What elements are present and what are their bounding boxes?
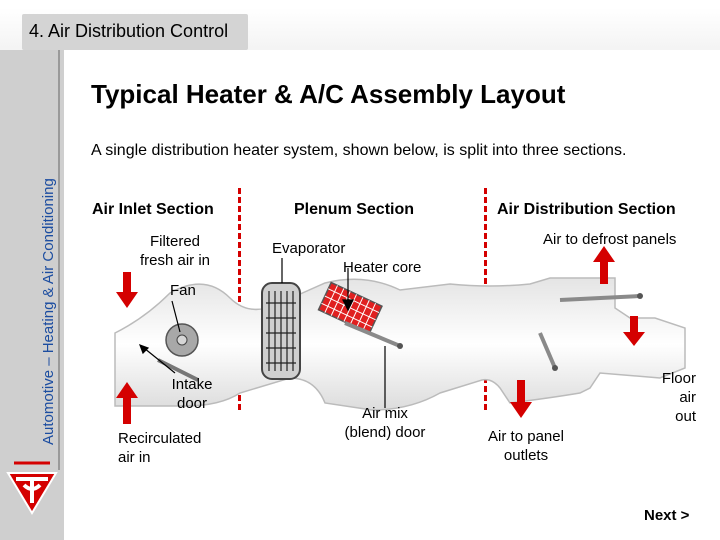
panel-line1: Air to panel — [488, 428, 564, 445]
defrost-door — [559, 294, 641, 302]
intake-door-label: Intake door — [162, 375, 222, 413]
floor-line1: Floor — [661, 370, 696, 387]
heater-core-label: Heater core — [343, 259, 422, 276]
sidebar — [0, 50, 64, 540]
fan-leader — [171, 300, 181, 333]
filtered-line2: fresh air in — [139, 252, 211, 269]
sidebar-divider — [58, 50, 60, 470]
brand-logo — [6, 461, 58, 515]
section-tab-label: 4. Air Distribution Control — [29, 21, 229, 41]
panel-line2: outlets — [503, 447, 549, 464]
floor-line2: air — [679, 389, 696, 406]
plenum-section-heading: Plenum Section — [294, 201, 415, 218]
airmix-line2: (blend) door — [344, 424, 426, 441]
course-title: Automotive – Heating & Air Conditioning — [40, 178, 57, 445]
intake-line1: Intake — [171, 376, 213, 393]
slide-title: Typical Heater & A/C Assembly Layout — [91, 79, 566, 109]
next-button[interactable]: Next > — [644, 507, 690, 524]
floor-air-arrow — [623, 316, 645, 346]
floor-air-label: Floor air out — [640, 369, 696, 426]
recirculated-air-label: Recirculated air in — [118, 429, 201, 467]
heater-ac-assembly-diagram — [114, 246, 686, 424]
section-divider-left — [238, 188, 241, 410]
defrost-label: Air to defrost panels — [543, 231, 677, 248]
slide-intro: A single distribution heater system, sho… — [91, 142, 627, 159]
defrost-air-arrow — [593, 246, 615, 284]
panel-air-arrow — [510, 380, 532, 418]
intake-line2: door — [176, 395, 208, 412]
floor-line3: out — [675, 408, 696, 425]
recirc-line2: air in — [118, 449, 151, 466]
filtered-fresh-air-label: Filtered fresh air in — [131, 232, 219, 270]
panel-door — [538, 332, 557, 369]
fan-label: Fan — [170, 282, 196, 299]
recirculated-air-arrow — [116, 382, 138, 424]
air-mix-door — [344, 321, 401, 348]
air-distribution-section-heading: Air Distribution Section — [497, 201, 676, 218]
filtered-line1: Filtered — [149, 233, 201, 250]
section-tab — [22, 14, 248, 50]
heater-core — [317, 281, 383, 335]
airmix-line1: Air mix — [362, 405, 408, 422]
air-mix-door-label: Air mix (blend) door — [335, 404, 435, 442]
air-inlet-section-heading: Air Inlet Section — [92, 201, 214, 218]
panel-outlets-label: Air to panel outlets — [476, 427, 576, 465]
intake-door — [157, 358, 199, 382]
intake-door-leader — [143, 347, 176, 374]
recirc-line1: Recirculated — [118, 430, 202, 447]
fresh-air-arrow — [116, 272, 138, 308]
evaporator-label: Evaporator — [272, 240, 346, 257]
